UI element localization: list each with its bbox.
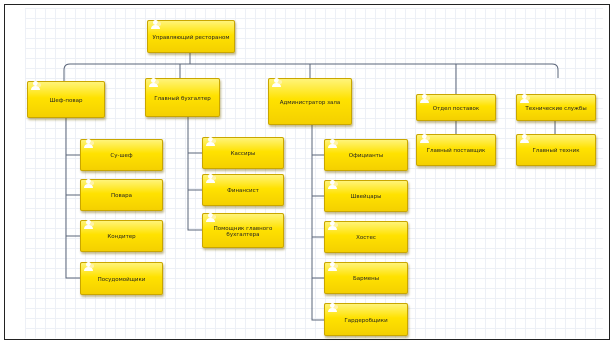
node-label: Помощник главного бухгалтера	[213, 225, 273, 238]
node-root[interactable]: Управляющий рестораном	[147, 20, 235, 53]
node-label: Гардеробщики	[344, 317, 388, 324]
person-group-icon	[327, 303, 338, 313]
node-label: Повара	[111, 193, 132, 199]
node-label: Главный бухгалтер	[154, 95, 211, 102]
person-group-icon	[327, 139, 338, 149]
person-group-icon	[148, 78, 159, 88]
node-staff[interactable]: Посудомойщики	[80, 262, 163, 295]
person-group-icon	[83, 262, 94, 272]
node-label: Главный техник	[532, 148, 580, 154]
person-group-icon	[205, 213, 216, 223]
node-label: Управляющий рестораном	[152, 34, 230, 41]
node-department[interactable]: Главный бухгалтер	[145, 78, 220, 117]
node-staff[interactable]: Хостес	[324, 221, 408, 253]
person-group-icon	[83, 220, 94, 230]
person-group-icon	[519, 134, 530, 144]
node-label: Бармены	[352, 276, 380, 282]
person-group-icon	[205, 137, 216, 147]
person-group-icon	[419, 134, 430, 144]
node-department[interactable]: Отдел поставок	[416, 94, 496, 121]
node-staff[interactable]: Финансист	[202, 174, 284, 206]
node-label: Посудомойщики	[97, 276, 146, 283]
node-staff[interactable]: Су-шеф	[80, 139, 163, 171]
node-staff[interactable]: Швейцары	[324, 180, 408, 212]
node-label: Шеф-повар	[49, 97, 83, 104]
node-department[interactable]: Администратор зала	[268, 78, 352, 125]
node-label: Хостес	[356, 235, 376, 241]
node-label: Швейцары	[350, 194, 382, 200]
node-staff[interactable]: Помощник главного бухгалтера	[202, 213, 284, 248]
person-group-icon	[327, 221, 338, 231]
node-label: Кассиры	[230, 151, 256, 157]
node-department[interactable]: Шеф-повар	[27, 81, 105, 118]
node-label: Отдел поставок	[432, 105, 480, 112]
person-group-icon	[205, 174, 216, 184]
node-staff[interactable]: Главный техник	[516, 134, 596, 166]
person-group-icon	[327, 262, 338, 272]
node-staff[interactable]: Повара	[80, 179, 163, 211]
person-group-icon	[30, 81, 41, 91]
person-group-icon	[419, 94, 430, 104]
node-staff[interactable]: Бармены	[324, 262, 408, 294]
person-group-icon	[83, 179, 94, 189]
node-label: Главный поставщик	[426, 148, 486, 154]
node-label: Су-шеф	[110, 153, 133, 159]
node-label: Администратор зала	[279, 99, 341, 106]
node-staff[interactable]: Официанты	[324, 139, 408, 171]
node-staff[interactable]: Гардеробщики	[324, 303, 408, 336]
node-staff[interactable]: Кассиры	[202, 137, 284, 169]
node-label: Кондитер	[107, 234, 136, 240]
node-staff[interactable]: Кондитер	[80, 220, 163, 252]
node-staff[interactable]: Главный поставщик	[416, 134, 496, 166]
node-label: Технические службы	[525, 105, 587, 112]
person-group-icon	[271, 78, 282, 88]
person-group-icon	[327, 180, 338, 190]
person-group-icon	[150, 20, 161, 30]
node-label: Финансист	[227, 188, 259, 194]
person-group-icon	[83, 139, 94, 149]
person-group-icon	[519, 94, 530, 104]
node-department[interactable]: Технические службы	[516, 94, 596, 121]
node-label: Официанты	[348, 153, 384, 159]
